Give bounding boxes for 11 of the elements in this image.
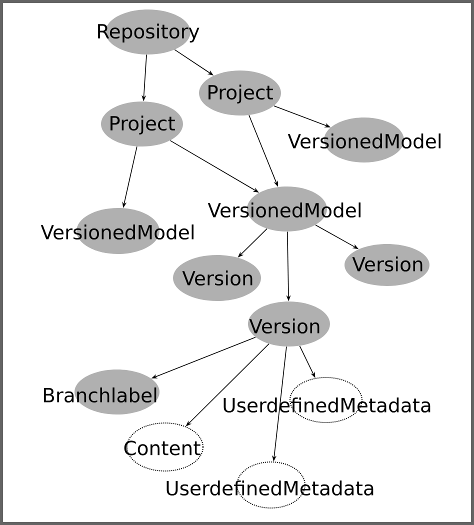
ellipse-node: Content (124, 422, 204, 472)
ellipse-node: VersionedModel (288, 118, 440, 162)
ellipse-node: Version (344, 244, 430, 286)
ellipse-node: Repository (98, 10, 200, 54)
ellipse-node: VersionedModel (40, 208, 194, 254)
ellipse-node: Version (173, 255, 261, 301)
ellipse-node: Version (248, 302, 330, 346)
ellipse-node: Branchlabel (44, 370, 160, 414)
ellipse-node: Project (199, 70, 281, 116)
ellipse-node: VersionedModel (208, 186, 360, 232)
ellipse-node: Project (101, 102, 183, 146)
